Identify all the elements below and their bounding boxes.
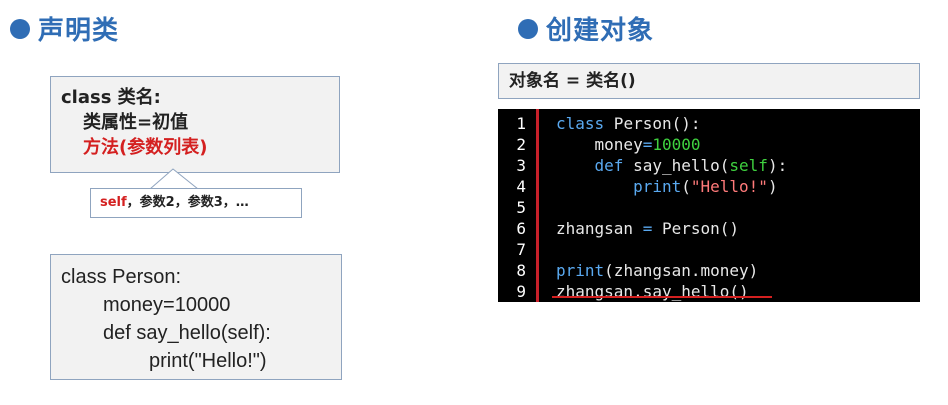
code-line: zhangsan = Person() bbox=[556, 219, 740, 238]
create-object-title: 创建对象 bbox=[546, 16, 655, 46]
other-params: ，参数2，参数3，… bbox=[126, 195, 249, 210]
line-number-gutter: 1 2 3 4 5 6 7 8 9 bbox=[498, 113, 534, 302]
syntax-line-method: 方法(参数列表) bbox=[83, 137, 208, 158]
line-number: 4 bbox=[516, 177, 526, 196]
line-number: 3 bbox=[516, 156, 526, 175]
code-line: print(zhangsan.money) bbox=[556, 261, 759, 280]
create-object-heading: 创建对象 bbox=[518, 10, 654, 47]
code-line: print("Hello!") bbox=[556, 177, 778, 196]
line-number: 8 bbox=[516, 261, 526, 280]
highlight-underline bbox=[552, 296, 772, 298]
declare-class-heading: 声明类 bbox=[10, 10, 119, 47]
self-param: self bbox=[100, 195, 127, 210]
class-syntax-box: class 类名: 类属性=初值 方法(参数列表) bbox=[50, 76, 340, 173]
line-number: 1 bbox=[516, 114, 526, 133]
code-line: class Person(): bbox=[556, 114, 701, 133]
example-line-method: def say_hello(self): bbox=[103, 322, 271, 344]
code-editor: 1 2 3 4 5 6 7 8 9 class Person(): money=… bbox=[498, 109, 920, 302]
gutter-divider bbox=[536, 109, 539, 302]
class-example-box: class Person: money=10000 def say_hello(… bbox=[50, 254, 342, 380]
example-line-attribute: money=10000 bbox=[103, 294, 231, 316]
example-line-class: class Person: bbox=[61, 266, 182, 288]
code-line: zhangsan.say_hello() bbox=[556, 282, 749, 301]
code-lines: class Person(): money=10000 def say_hell… bbox=[556, 113, 787, 302]
line-number: 5 bbox=[516, 198, 526, 217]
example-line-print: print("Hello!") bbox=[149, 350, 267, 372]
syntax-line-class: class 类名: bbox=[61, 87, 161, 108]
code-line bbox=[556, 197, 787, 218]
code-line: money=10000 bbox=[556, 135, 701, 154]
line-number: 7 bbox=[516, 240, 526, 259]
code-line: def say_hello(self): bbox=[556, 156, 788, 175]
parameter-list-callout: self，参数2，参数3，… bbox=[90, 188, 302, 218]
line-number: 9 bbox=[516, 282, 526, 301]
syntax-line-attribute: 类属性=初值 bbox=[83, 112, 189, 133]
bullet-icon bbox=[10, 18, 30, 39]
bullet-icon bbox=[518, 18, 538, 39]
object-syntax-box: 对象名 = 类名() bbox=[498, 63, 920, 99]
line-number: 2 bbox=[516, 135, 526, 154]
line-number: 6 bbox=[516, 219, 526, 238]
code-line bbox=[556, 239, 787, 260]
declare-class-title: 声明类 bbox=[38, 16, 120, 46]
